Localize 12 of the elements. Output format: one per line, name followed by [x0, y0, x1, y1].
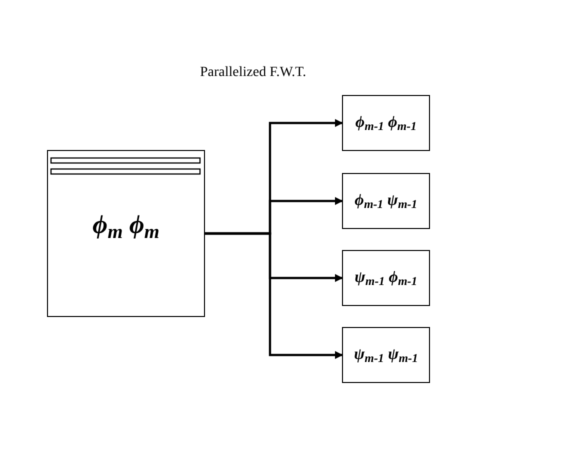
subband-box: [342, 95, 430, 151]
symbol-label: ϕ$_{m-1}$ ψ$_{m-1}$: [354, 191, 418, 213]
symbol-label: ϕ$_{m-1}$ ϕ$_{m-1}$: [355, 113, 417, 135]
subband-box: [342, 250, 430, 306]
arrow: [205, 232, 343, 359]
symbol-label: ψ$_{m-1}$ ϕ$_{m-1}$: [354, 268, 418, 290]
subband-box: [342, 327, 430, 383]
subband-box: [342, 173, 430, 229]
diagram-title: Parallelized F.W.T.: [200, 64, 306, 82]
symbol-label: ψ$_{m-1}$ ψ$_{m-1}$: [354, 345, 418, 367]
symbol-label: ϕ$_{m}$ ϕ$_{m}$: [92, 209, 160, 244]
matrix-box: [47, 150, 205, 317]
